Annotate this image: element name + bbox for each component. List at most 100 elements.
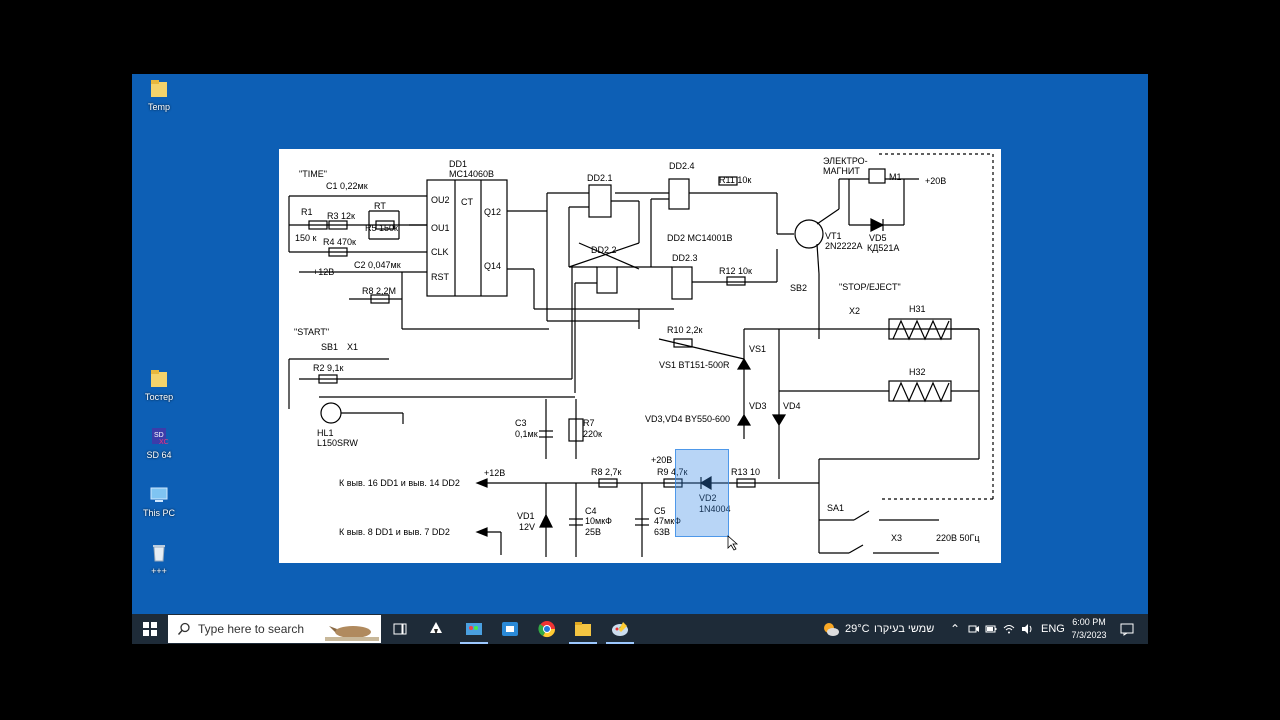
- label-plus20b: +20В: [651, 455, 672, 465]
- folder-icon: [151, 370, 167, 387]
- photos-app-icon[interactable]: [464, 619, 484, 639]
- label-r8: R8 2,2M: [362, 286, 396, 296]
- svg-text:SD: SD: [154, 432, 164, 439]
- desktop-icon-this-pc[interactable]: This PC: [132, 484, 187, 518]
- label-c4-val: 10мкФ: [585, 516, 612, 526]
- label-mains: 220В 50Гц: [936, 533, 980, 543]
- language-indicator[interactable]: ENG: [1041, 623, 1065, 635]
- taskbar: Type here to search 29°C שמשי בעיקרו ⌃ E…: [132, 614, 1148, 644]
- label-vs1: VS1: [749, 344, 766, 354]
- windows-start-icon[interactable]: [140, 619, 160, 639]
- label-c5-val: 47мкФ: [654, 516, 681, 526]
- label-vd2: VD2: [699, 493, 717, 503]
- label-dd1: DD1: [449, 159, 467, 169]
- remote-app-icon[interactable]: [500, 619, 520, 639]
- label-pin-ou2: OU2: [431, 195, 450, 205]
- label-sa1: SA1: [827, 503, 844, 513]
- label-rt: RT: [374, 201, 386, 211]
- label-c1: C1 0,22мк: [326, 181, 368, 191]
- label-x2: X2: [849, 306, 860, 316]
- volume-icon[interactable]: [1021, 623, 1033, 635]
- label-c5-v: 63В: [654, 527, 670, 537]
- label-c5: C5: [654, 506, 666, 516]
- label-r7-val: 220к: [583, 429, 602, 439]
- selection-rectangle: [675, 449, 729, 537]
- desktop-icon-label: This PC: [142, 508, 175, 518]
- recycle-bin-icon: [153, 545, 165, 562]
- label-electromagnet-1: ЭЛЕКТРО-: [823, 156, 868, 166]
- search-highlight-icon: [325, 626, 379, 641]
- label-ct: CT: [461, 197, 473, 207]
- desktop-icon-temp[interactable]: Temp: [132, 78, 187, 112]
- label-r7: R7: [583, 418, 595, 428]
- svg-text:XC: XC: [159, 439, 169, 446]
- label-r1-val: 150 к: [295, 233, 317, 243]
- label-r2: R2 9,1к: [313, 363, 344, 373]
- label-vs1-part: VS1 BT151-500R: [659, 360, 730, 370]
- wifi-icon[interactable]: [1003, 623, 1015, 635]
- meet-now-icon[interactable]: [968, 623, 980, 635]
- label-r4: R4 470к: [323, 237, 356, 247]
- label-m1: M1: [889, 172, 902, 182]
- label-time: "TIME": [299, 169, 327, 179]
- label-r11: R11 10к: [719, 175, 751, 185]
- active-indicator: [460, 642, 488, 644]
- weather-icon[interactable]: [822, 621, 840, 637]
- paint-icon[interactable]: [610, 619, 630, 639]
- label-k-vyv1: К выв. 16 DD1 и выв. 14 DD2: [339, 478, 460, 488]
- label-q12: Q12: [484, 207, 501, 217]
- label-vd34-part: VD3,VD4 BY550-600: [645, 414, 730, 424]
- battery-icon[interactable]: [985, 623, 997, 635]
- label-r8b: R8 2,7к: [591, 467, 622, 477]
- label-r13: R13 10: [731, 467, 760, 477]
- label-q14: Q14: [484, 261, 501, 271]
- desktop-icon-toster[interactable]: Тостер: [132, 368, 187, 402]
- chrome-icon[interactable]: [537, 619, 557, 639]
- label-vd2-part: 1N4004: [699, 504, 731, 514]
- label-c3: C3: [515, 418, 527, 428]
- computer-icon: [150, 487, 168, 502]
- label-r9: R9 4,7к: [657, 467, 688, 477]
- label-sb2: SB2: [790, 283, 807, 293]
- inkscape-icon[interactable]: [426, 619, 446, 639]
- chevron-up-icon[interactable]: ⌃: [950, 622, 961, 636]
- file-explorer-icon[interactable]: [573, 619, 593, 639]
- label-k-vyv2: К выв. 8 DD1 и выв. 7 DD2: [339, 527, 450, 537]
- label-dd1-part: MC14060B: [449, 169, 494, 179]
- label-dd23: DD2.3: [672, 253, 698, 263]
- mouse-cursor-icon: [727, 535, 739, 551]
- label-r10: R10 2,2к: [667, 325, 703, 335]
- circuit-schematic: "TIME" C1 0,22мк DD1 MC14060B OU2 OU1 CL…: [288, 153, 994, 557]
- desktop-icon-recycle-bin[interactable]: +++: [132, 542, 187, 576]
- weather-description[interactable]: שמשי בעיקרו: [874, 623, 935, 635]
- label-vd5: VD5: [869, 233, 887, 243]
- clock-date: 7/3/2023: [1071, 630, 1107, 640]
- clock[interactable]: 6:00 PM 7/3/2023: [1064, 616, 1114, 642]
- folder-icon: [151, 80, 167, 97]
- label-start: "START": [294, 327, 329, 337]
- label-x3: X3: [891, 533, 902, 543]
- label-h32: H32: [909, 367, 926, 377]
- active-indicator: [606, 642, 634, 644]
- task-view-icon[interactable]: [390, 619, 410, 639]
- notifications-icon[interactable]: [1120, 622, 1134, 636]
- label-pin-ou1: OU1: [431, 223, 450, 233]
- label-hl1-part: L150SRW: [317, 438, 358, 448]
- taskbar-search-box[interactable]: Type here to search: [168, 615, 381, 643]
- desktop-icon-label: Тостер: [144, 392, 174, 402]
- label-h31: H31: [909, 304, 926, 314]
- label-r12: R12 10к: [719, 266, 752, 276]
- desktop-icon-label: Temp: [147, 102, 170, 112]
- label-electromagnet-2: МАГНИТ: [823, 166, 860, 176]
- label-sb1: SB1: [321, 342, 338, 352]
- schematic-image-viewer: "TIME" C1 0,22мк DD1 MC14060B OU2 OU1 CL…: [279, 149, 1001, 563]
- search-icon: [177, 622, 190, 635]
- label-dd21: DD2.1: [587, 173, 613, 183]
- label-pin-clk: CLK: [431, 247, 449, 257]
- weather-temperature[interactable]: 29°C: [845, 623, 870, 635]
- label-vd4: VD4: [783, 401, 801, 411]
- label-vd1: VD1: [517, 511, 535, 521]
- label-plus12: +12В: [313, 267, 334, 277]
